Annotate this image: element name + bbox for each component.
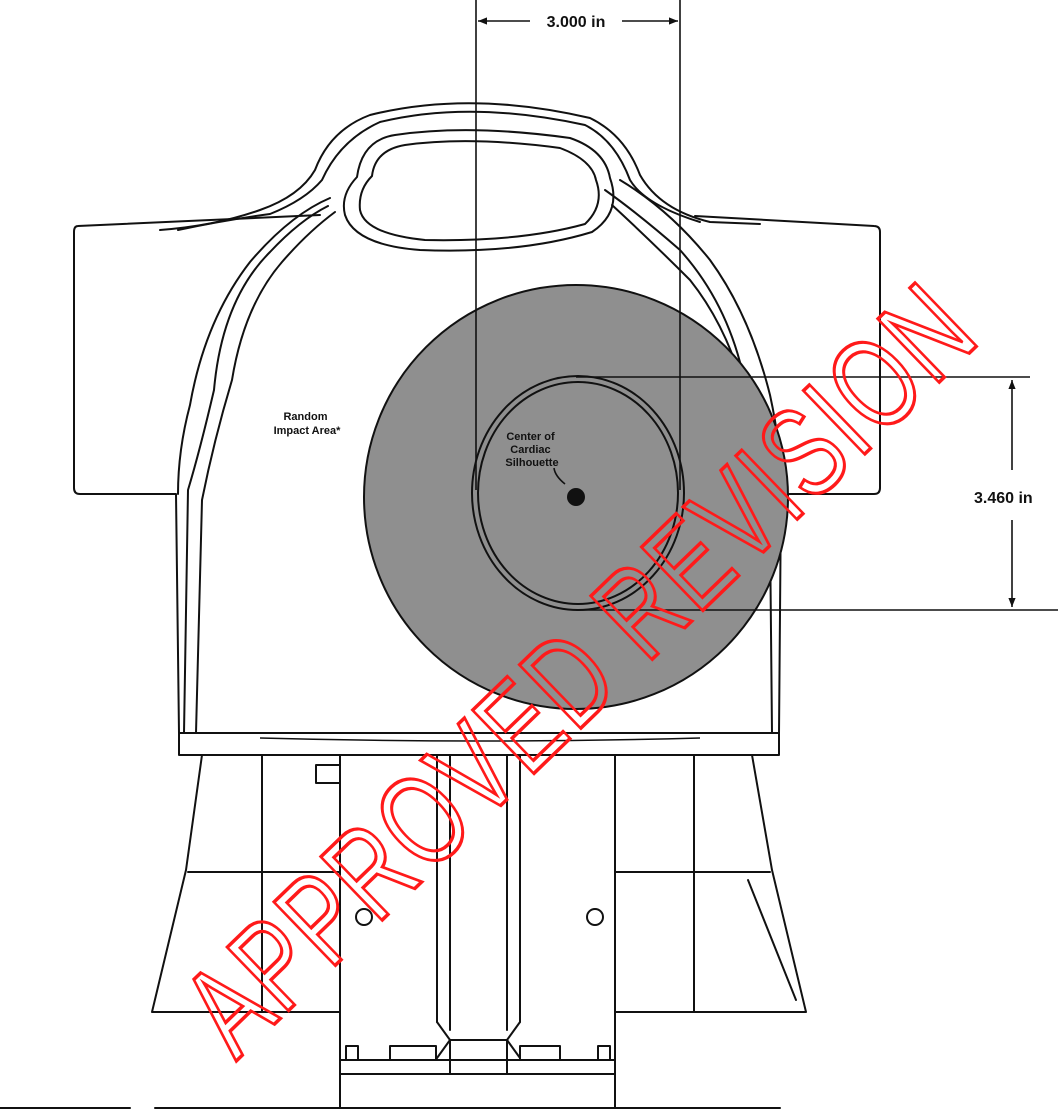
- pedestal: [0, 754, 807, 1109]
- impact-area-label: Random Impact Area*: [274, 411, 342, 437]
- vertical-dimension-label: 3.460 in: [974, 490, 1033, 507]
- horizontal-dimension: 3.000 in: [475, 0, 681, 490]
- center-label-line: Cardiac: [510, 444, 550, 456]
- center-leader: [553, 467, 566, 485]
- center-label-line: Center of: [506, 431, 555, 443]
- vertical-dimension: 3.460 in: [576, 376, 1058, 611]
- horizontal-dimension-label: 3.000 in: [547, 14, 606, 31]
- center-label: Center of Cardiac Silhouette: [505, 431, 558, 469]
- center-label-line: Silhouette: [505, 457, 558, 469]
- impact-area-label-line: Impact Area*: [274, 425, 342, 437]
- impact-area-label-line: Random: [283, 411, 327, 423]
- center-point: [567, 488, 585, 506]
- torso-outline: [73, 102, 881, 756]
